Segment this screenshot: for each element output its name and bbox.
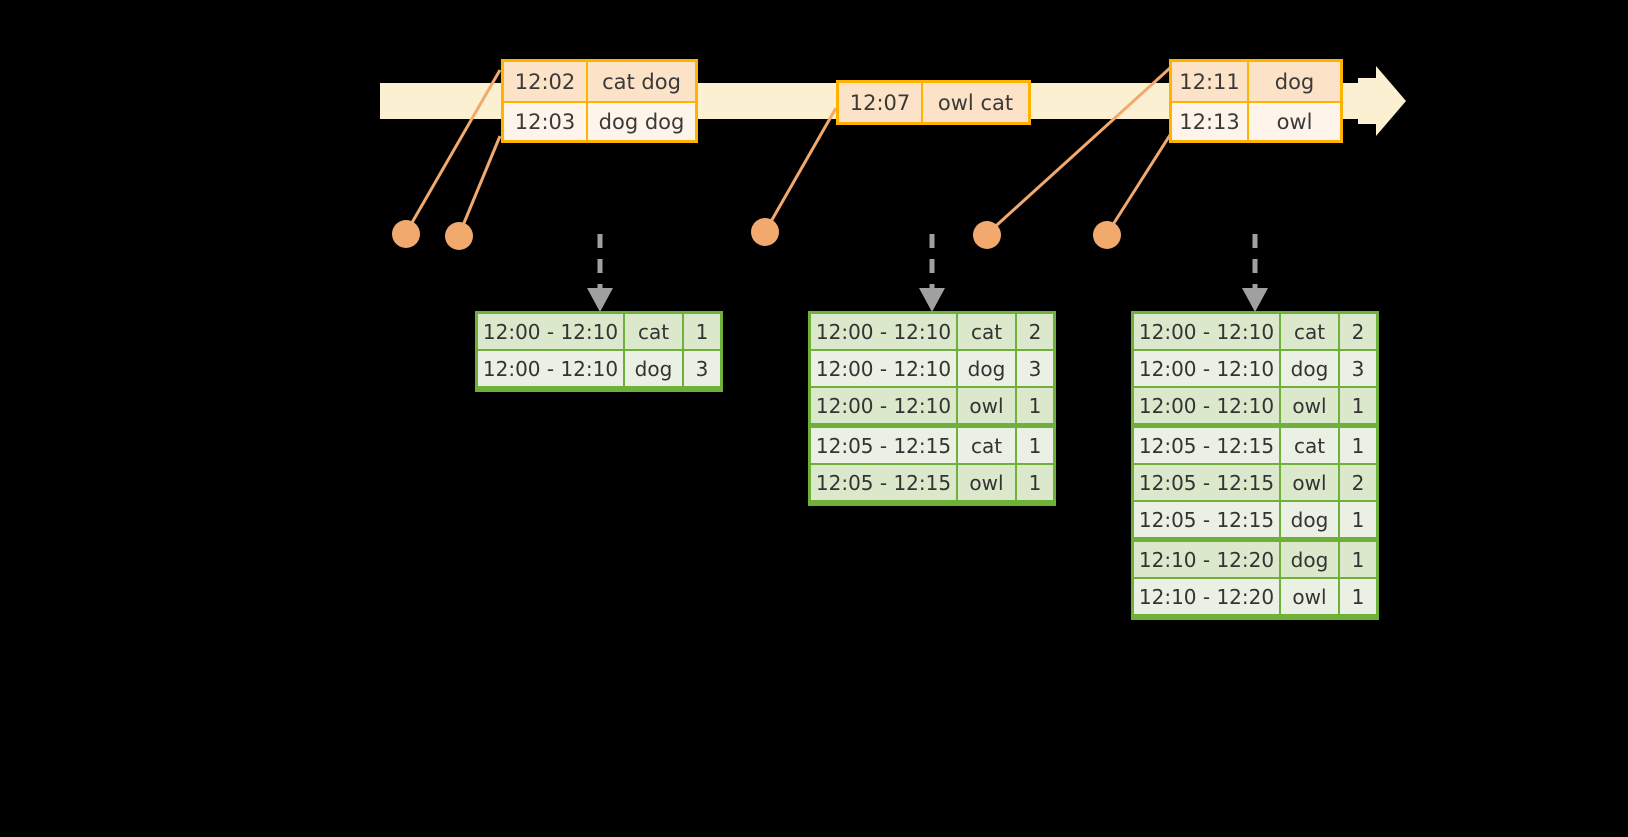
flow-arrow-head-3 xyxy=(1242,288,1268,312)
connector-line-2 xyxy=(457,135,502,236)
event-time: 12:11 xyxy=(1172,62,1249,101)
cell-count: 2 xyxy=(1340,314,1376,349)
cell-window: 12:00 - 12:10 xyxy=(811,351,956,386)
connector-line-3 xyxy=(763,107,838,233)
cell-count: 1 xyxy=(1017,428,1053,463)
cell-word: owl xyxy=(958,465,1015,500)
cell-word: owl xyxy=(1281,579,1338,614)
event-words: owl xyxy=(1249,103,1340,140)
cell-window: 12:00 - 12:10 xyxy=(811,314,956,349)
cell-word: owl xyxy=(1281,465,1338,500)
cell-word: dog xyxy=(1281,542,1338,577)
event-time: 12:07 xyxy=(839,83,923,122)
cell-word: dog xyxy=(1281,351,1338,386)
event-row[interactable]: 12:07 owl cat xyxy=(839,83,1028,122)
cell-count: 3 xyxy=(1340,351,1376,386)
cell-window: 12:00 - 12:10 xyxy=(1134,388,1279,423)
connector-line-5 xyxy=(1105,134,1172,235)
cell-window: 12:00 - 12:10 xyxy=(1134,314,1279,349)
event-words: dog dog xyxy=(588,103,695,140)
event-time: 12:02 xyxy=(504,62,588,101)
event-time: 12:13 xyxy=(1172,103,1249,140)
cell-count: 1 xyxy=(1017,388,1053,423)
event-dot-4 xyxy=(973,221,1001,249)
event-time: 12:03 xyxy=(504,103,588,140)
cell-word: dog xyxy=(625,351,682,386)
cell-count: 1 xyxy=(1340,542,1376,577)
event-group-3[interactable]: 12:11 dog 12:13 owl xyxy=(1169,59,1343,143)
cell-window: 12:05 - 12:15 xyxy=(811,465,956,500)
event-dot-2 xyxy=(445,222,473,250)
event-dot-5 xyxy=(1093,221,1121,249)
cell-word: cat xyxy=(625,314,682,349)
cell-count: 2 xyxy=(1340,465,1376,500)
event-row[interactable]: 12:02 cat dog xyxy=(504,62,695,101)
cell-window: 12:00 - 12:10 xyxy=(478,351,623,386)
cell-word: owl xyxy=(958,388,1015,423)
cell-count: 1 xyxy=(1017,465,1053,500)
cell-window: 12:05 - 12:15 xyxy=(1134,502,1279,537)
flow-arrow-head-1 xyxy=(587,288,613,312)
event-group-1[interactable]: 12:02 cat dog 12:03 dog dog xyxy=(501,59,698,143)
cell-word: cat xyxy=(1281,314,1338,349)
cell-window: 12:05 - 12:15 xyxy=(1134,465,1279,500)
event-row[interactable]: 12:03 dog dog xyxy=(504,101,695,140)
cell-count: 1 xyxy=(1340,579,1376,614)
cell-word: cat xyxy=(958,314,1015,349)
event-words: cat dog xyxy=(588,62,695,101)
event-dot-3 xyxy=(751,218,779,246)
event-row[interactable]: 12:11 dog xyxy=(1172,62,1340,101)
cell-count: 3 xyxy=(684,351,720,386)
timeline-arrowhead xyxy=(1358,66,1406,136)
event-row[interactable]: 12:13 owl xyxy=(1172,101,1340,140)
cell-count: 1 xyxy=(1340,502,1376,537)
cell-window: 12:00 - 12:10 xyxy=(811,388,956,423)
cell-count: 2 xyxy=(1017,314,1053,349)
cell-window: 12:00 - 12:10 xyxy=(478,314,623,349)
cell-count: 1 xyxy=(684,314,720,349)
event-dot-1 xyxy=(392,220,420,248)
event-group-2[interactable]: 12:07 owl cat xyxy=(836,80,1031,125)
flow-arrow-head-2 xyxy=(919,288,945,312)
cell-word: cat xyxy=(1281,428,1338,463)
cell-word: cat xyxy=(958,428,1015,463)
cell-window: 12:05 - 12:15 xyxy=(811,428,956,463)
cell-word: dog xyxy=(958,351,1015,386)
cell-count: 1 xyxy=(1340,428,1376,463)
cell-window: 12:05 - 12:15 xyxy=(1134,428,1279,463)
cell-window: 12:10 - 12:20 xyxy=(1134,542,1279,577)
cell-window: 12:00 - 12:10 xyxy=(1134,351,1279,386)
cell-count: 3 xyxy=(1017,351,1053,386)
cell-count: 1 xyxy=(1340,388,1376,423)
cell-word: dog xyxy=(1281,502,1338,537)
cell-word: owl xyxy=(1281,388,1338,423)
event-words: owl cat xyxy=(923,83,1028,122)
cell-window: 12:10 - 12:20 xyxy=(1134,579,1279,614)
event-words: dog xyxy=(1249,62,1340,101)
